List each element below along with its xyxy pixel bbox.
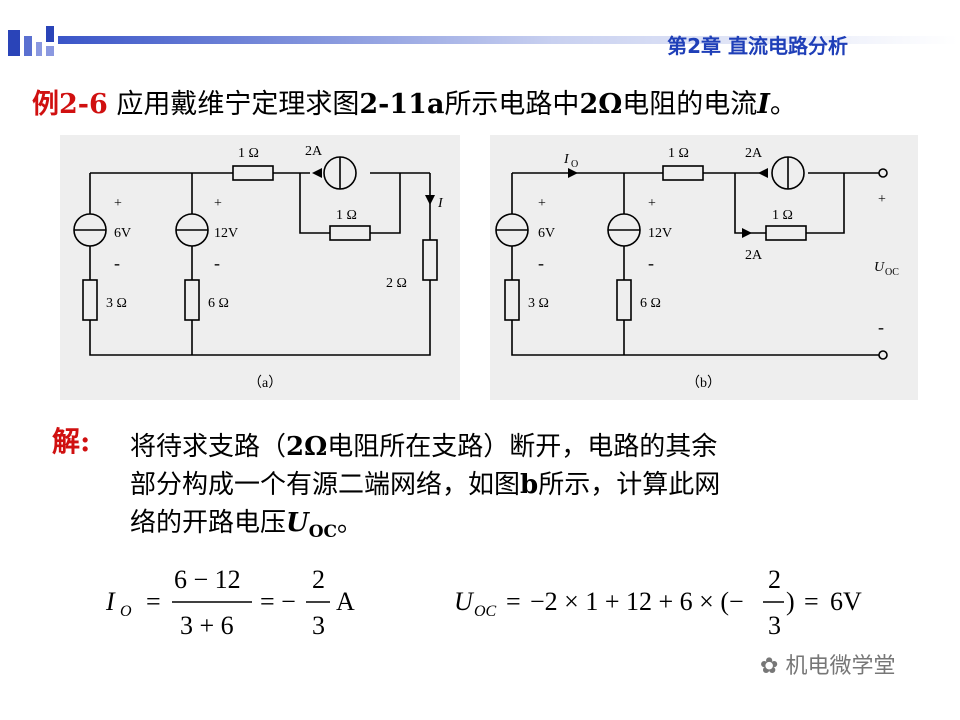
solution-line2-a: 部分构成一个有源二端网络，如图 bbox=[130, 470, 521, 500]
a-v2-minus: - bbox=[214, 253, 220, 273]
a-r-mid-label: 1 Ω bbox=[336, 208, 357, 223]
example-text-b: 所示电路中 bbox=[444, 89, 580, 120]
f1-numerator2: 2 bbox=[312, 565, 325, 594]
f1-unit: A bbox=[336, 587, 355, 616]
a-v2-value: 12V bbox=[214, 226, 238, 241]
b-v1-plus: + bbox=[538, 196, 546, 211]
solution-line1-c: 电阻所在支路）断开，电路的其余 bbox=[327, 432, 718, 462]
solution-line-1: 将待求支路（2Ω电阻所在支路）断开，电路的其余 bbox=[130, 428, 890, 466]
b-mid-current-label: 2A bbox=[745, 248, 763, 263]
solution-label: 解: bbox=[52, 425, 91, 458]
b-r-mid-label: 1 Ω bbox=[772, 208, 793, 223]
circuit-b: I O 1 Ω 2A 1 Ω 2A + 6V - 3 Ω + 12V - 6 Ω… bbox=[490, 135, 918, 400]
example-statement: 例2-6 应用戴维宁定理求图2-11a所示电路中2Ω电阻的电流I。 bbox=[32, 82, 797, 121]
circuit-a: 1 Ω 2A 1 Ω I + 6V - 3 Ω + 12V - 6 Ω 2 Ω … bbox=[60, 135, 460, 400]
example-text-c: 电阻的电流 bbox=[622, 89, 758, 120]
solution-line3-sub: OC bbox=[308, 522, 338, 542]
solution-line2-c: 所示，计算此网 bbox=[538, 470, 721, 500]
f2-numerator: 2 bbox=[768, 565, 781, 594]
a-r1-label: 3 Ω bbox=[106, 296, 127, 311]
a-v2-plus: + bbox=[214, 196, 222, 211]
f1-lhs-sub: O bbox=[120, 603, 132, 620]
b-uoc-label: U bbox=[874, 260, 885, 275]
b-r-top-label: 1 Ω bbox=[668, 146, 689, 161]
solution-line1-a: 将待求支路（ bbox=[130, 432, 287, 462]
f2-close: ) bbox=[786, 587, 795, 616]
solution-line1-b: 2Ω bbox=[286, 432, 328, 462]
b-io-subscript: O bbox=[571, 159, 578, 170]
b-source-current-label: 2A bbox=[745, 146, 763, 161]
f2-denominator: 3 bbox=[768, 611, 781, 640]
chapter-title: 第2章 直流电路分析 bbox=[667, 34, 848, 58]
a-current-label: I bbox=[437, 196, 444, 211]
a-load-label: 2 Ω bbox=[386, 276, 407, 291]
example-variable: I bbox=[757, 89, 770, 120]
b-v2-value: 12V bbox=[648, 226, 672, 241]
b-r2-label: 6 Ω bbox=[640, 296, 661, 311]
solution-text: 将待求支路（2Ω电阻所在支路）断开，电路的其余 部分构成一个有源二端网络，如图b… bbox=[130, 428, 890, 551]
header-bar bbox=[8, 26, 958, 56]
watermark-text: 机电微学堂 bbox=[785, 654, 896, 679]
b-uoc-subscript: OC bbox=[885, 267, 899, 278]
a-v1-minus: - bbox=[114, 253, 120, 273]
b-v1-minus: - bbox=[538, 253, 544, 273]
f1-eq1: = bbox=[146, 587, 161, 616]
solution-line3-var: U bbox=[286, 508, 309, 538]
solution-line3-a: 络的开路电压 bbox=[130, 508, 287, 538]
example-number: 例2-6 bbox=[32, 89, 108, 120]
f1-eq2: = − bbox=[260, 587, 296, 616]
b-out-minus: - bbox=[878, 317, 884, 337]
a-source-current-label: 2A bbox=[305, 144, 323, 159]
solution-line-2: 部分构成一个有源二端网络，如图b所示，计算此网 bbox=[130, 466, 890, 504]
f2-result: 6V bbox=[830, 587, 862, 616]
a-caption: （a） bbox=[248, 375, 282, 391]
example-figure-ref: 2-11a bbox=[359, 89, 445, 120]
solution-line3-end: 。 bbox=[337, 508, 364, 538]
f2-expr: −2 × 1 + 12 + 6 × (− bbox=[530, 587, 744, 616]
f2-lhs-sub: OC bbox=[474, 603, 497, 620]
formula-uoc: U OC = −2 × 1 + 12 + 6 × (− 2 3 ) = 6V bbox=[454, 565, 862, 640]
b-v1-value: 6V bbox=[538, 226, 555, 241]
a-v1-plus: + bbox=[114, 196, 122, 211]
example-end: 。 bbox=[769, 89, 797, 120]
a-r2-label: 6 Ω bbox=[208, 296, 229, 311]
f2-eq1: = bbox=[506, 587, 521, 616]
b-v2-minus: - bbox=[648, 253, 654, 273]
a-v1-value: 6V bbox=[114, 226, 131, 241]
a-r-top-label: 1 Ω bbox=[238, 146, 259, 161]
wechat-icon: ✿ bbox=[760, 654, 779, 679]
watermark: ✿ 机电微学堂 bbox=[760, 648, 895, 680]
solution-line2-b: b bbox=[520, 470, 539, 500]
b-out-plus: + bbox=[878, 192, 886, 207]
b-caption: （b） bbox=[686, 375, 721, 391]
solution-line-3: 络的开路电压UOC。 bbox=[130, 504, 890, 551]
example-text-a: 应用戴维宁定理求图 bbox=[116, 89, 360, 120]
f1-numerator: 6 − 12 bbox=[174, 565, 241, 594]
example-resistor: 2Ω bbox=[579, 89, 623, 120]
b-io-label: I bbox=[563, 152, 570, 167]
f1-lhs: I bbox=[105, 587, 116, 616]
f2-eq2: = bbox=[804, 587, 819, 616]
formula-io: I O = 6 − 12 3 + 6 = − 2 3 A bbox=[105, 565, 355, 640]
b-r1-label: 3 Ω bbox=[528, 296, 549, 311]
b-v2-plus: + bbox=[648, 196, 656, 211]
f1-denominator: 3 + 6 bbox=[180, 611, 234, 640]
f1-denominator2: 3 bbox=[312, 611, 325, 640]
f2-lhs: U bbox=[454, 587, 475, 616]
